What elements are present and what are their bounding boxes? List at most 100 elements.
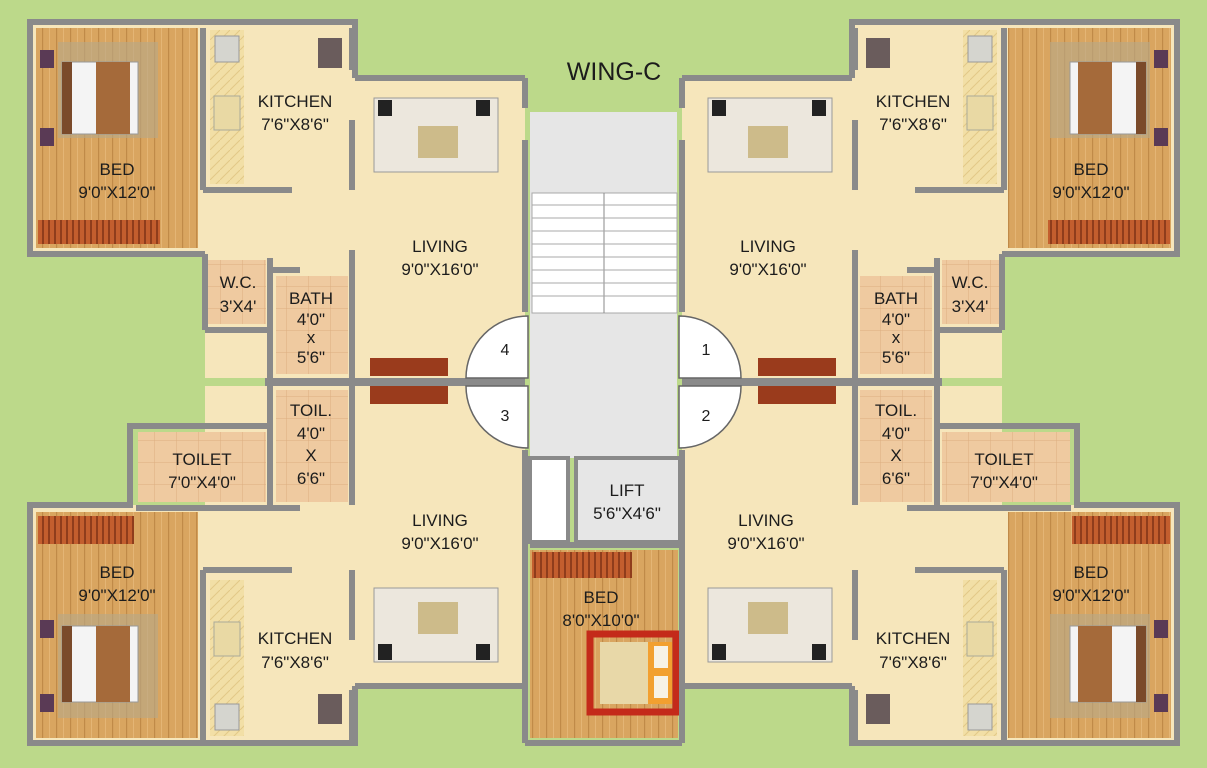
living-label-bottom-right: LIVING [738, 511, 794, 530]
toilet-floor-right [942, 432, 1070, 502]
toil-floor-left [276, 390, 348, 502]
toil-w-left: 4'0" [297, 424, 325, 443]
bed-icon-bottom-right [1050, 614, 1168, 718]
bed-size-top-left: 9'0"X12'0" [78, 183, 155, 202]
toilet-label-right: TOILET [974, 450, 1033, 469]
wardrobe-bottom-left [38, 516, 134, 544]
toil-label-right: TOIL. [875, 401, 917, 420]
duct-shaft [528, 456, 570, 544]
toil-floor-right [860, 390, 932, 502]
bed-label-center: BED [584, 588, 619, 607]
flat-number-3: 3 [501, 408, 510, 425]
bed-label-top-left: BED [100, 160, 135, 179]
kitchen-stove-top-left [213, 95, 241, 131]
toil-h-right: 6'6" [882, 469, 910, 488]
wc-size-left: 3'X4' [220, 297, 257, 316]
living-size-top-left: 9'0"X16'0" [401, 260, 478, 279]
door-swing-1 [678, 315, 742, 379]
living-label-bottom-left: LIVING [412, 511, 468, 530]
bath-w-right: 4'0" [882, 310, 910, 329]
wc-size-right: 3'X4' [952, 297, 989, 316]
sofa-set-top-right [707, 97, 833, 173]
kitchen-size-bottom-left: 7'6"X8'6" [261, 653, 329, 672]
door-swing-3 [465, 385, 529, 449]
toilet-label-left: TOILET [172, 450, 231, 469]
wc-floor-left [206, 260, 266, 324]
kitchen-size-top-right: 7'6"X8'6" [879, 115, 947, 134]
sofa-set-bottom-left [373, 587, 499, 663]
staircase [531, 192, 678, 314]
wing-title: WING-C [567, 58, 661, 86]
toil-h-left: 6'6" [297, 469, 325, 488]
wardrobe-top-right [1048, 220, 1170, 244]
bed-size-top-right: 9'0"X12'0" [1052, 183, 1129, 202]
bed-icon-bottom-left [40, 614, 158, 718]
kitchen-stove-bottom-left [213, 621, 241, 657]
kitchen-size-bottom-right: 7'6"X8'6" [879, 653, 947, 672]
bath-label-right: BATH [874, 289, 918, 308]
kitchen-stove-top-right [966, 95, 994, 131]
bath-floor-right [860, 276, 932, 374]
fridge-top-right [866, 38, 890, 68]
bed-label-bottom-right: BED [1074, 563, 1109, 582]
fridge-top-left [318, 38, 342, 68]
bath-h-left: 5'6" [297, 348, 325, 367]
living-size-bottom-right: 9'0"X16'0" [727, 534, 804, 553]
bed-icon-top-right [1050, 42, 1168, 146]
kitchen-stove-bottom-right [966, 621, 994, 657]
toil-x-right: X [890, 446, 901, 465]
bed-size-bottom-left: 9'0"X12'0" [78, 586, 155, 605]
toil-x-left: X [305, 446, 316, 465]
living-size-top-right: 9'0"X16'0" [729, 260, 806, 279]
kitchen-sink-bottom-left [214, 703, 240, 731]
wc-label-left: W.C. [220, 273, 257, 292]
wc-floor-right [942, 260, 1002, 324]
door-swing-4 [465, 315, 529, 379]
living-label-top-right: LIVING [740, 237, 796, 256]
bed-icon-center [586, 630, 680, 716]
toil-label-left: TOIL. [290, 401, 332, 420]
bed-label-bottom-left: BED [100, 563, 135, 582]
bed-icon-top-left [40, 42, 158, 146]
bath-x-right: x [892, 328, 901, 347]
sofa-set-top-left [373, 97, 499, 173]
bath-w-left: 4'0" [297, 310, 325, 329]
console-right-top [758, 358, 836, 376]
bath-x-left: x [307, 328, 316, 347]
kitchen-label-top-left: KITCHEN [258, 92, 333, 111]
flat-number-1: 1 [702, 342, 711, 359]
kitchen-size-top-left: 7'6"X8'6" [261, 115, 329, 134]
flat-number-2: 2 [702, 408, 711, 425]
bath-label-left: BATH [289, 289, 333, 308]
kitchen-label-bottom-right: KITCHEN [876, 629, 951, 648]
lift-shaft [574, 456, 682, 544]
wc-label-right: W.C. [952, 273, 989, 292]
door-swing-2 [678, 385, 742, 449]
wardrobe-top-left [38, 220, 160, 244]
sofa-set-bottom-right [707, 587, 833, 663]
lift-label: LIFT [610, 481, 645, 500]
console-right-bottom [758, 386, 836, 404]
fridge-bottom-left [318, 694, 342, 724]
living-label-top-left: LIVING [412, 237, 468, 256]
kitchen-sink-top-left [214, 35, 240, 63]
bed-size-center: 8'0"X10'0" [562, 611, 639, 630]
bath-h-right: 5'6" [882, 348, 910, 367]
kitchen-label-top-right: KITCHEN [876, 92, 951, 111]
lift-size: 5'6"X4'6" [593, 504, 661, 523]
console-left-top [370, 358, 448, 376]
toilet-size-right: 7'0"X4'0" [970, 473, 1038, 492]
bed-label-top-right: BED [1074, 160, 1109, 179]
walls [27, 19, 1180, 746]
kitchen-sink-bottom-right [967, 703, 993, 731]
wardrobe-bottom-right [1072, 516, 1170, 544]
kitchen-label-bottom-left: KITCHEN [258, 629, 333, 648]
toilet-floor-left [138, 432, 266, 502]
kitchen-sink-top-right [967, 35, 993, 63]
living-size-bottom-left: 9'0"X16'0" [401, 534, 478, 553]
toilet-size-left: 7'0"X4'0" [168, 473, 236, 492]
fridge-bottom-right [866, 694, 890, 724]
bath-floor-left [276, 276, 348, 374]
console-left-bottom [370, 386, 448, 404]
